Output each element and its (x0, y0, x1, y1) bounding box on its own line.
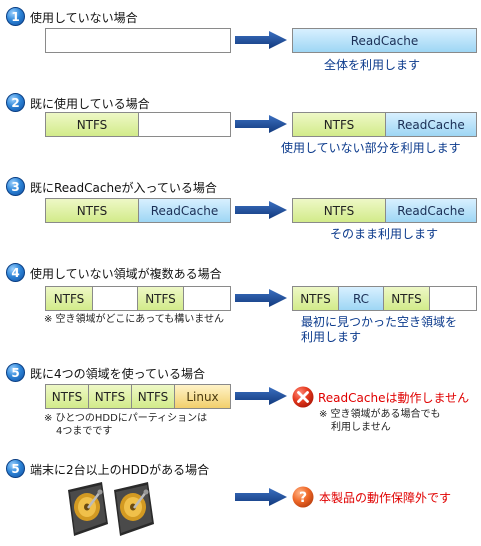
arrow-icon (235, 201, 287, 219)
result-text-4-line2: 利用します (301, 330, 362, 344)
note-text-4: ※ 空き領域がどこにあっても構いません (44, 314, 224, 325)
empty-cell (139, 113, 230, 136)
disk-bar-before-3: NTFS ReadCache (45, 198, 231, 223)
sub-note-5-line1: ※ 空き領域がある場合でも (319, 409, 441, 420)
note-text-5-line1: ※ ひとつのHDDにパーティションは (44, 413, 208, 424)
disk-bar-before-5: NTFS NTFS NTFS Linux (45, 384, 231, 409)
disk-bar-after-1: ReadCache (292, 28, 477, 53)
x-icon (292, 386, 314, 408)
step-2-badge: 2 (6, 93, 25, 112)
hdd-icon (68, 482, 108, 536)
step-5-title: 既に4つの領域を使っている場合 (30, 367, 206, 381)
ntfs-cell: NTFS (132, 385, 175, 408)
step-4-title: 使用していない領域が複数ある場合 (30, 267, 222, 281)
step-6-title: 端末に2台以上のHDDがある場合 (30, 463, 210, 477)
arrow-icon (235, 289, 287, 307)
ntfs-cell: NTFS (46, 385, 89, 408)
readcache-cell: ReadCache (386, 113, 476, 136)
empty-cell (184, 287, 230, 310)
arrow-icon (235, 31, 287, 49)
ntfs-cell: NTFS (293, 113, 386, 136)
step-3-badge: 3 (6, 177, 25, 196)
step-5-badge: 5 (6, 363, 25, 382)
step-2-title: 既に使用している場合 (30, 97, 150, 111)
readcache-cell: ReadCache (293, 29, 476, 52)
disk-bar-before-1 (45, 28, 231, 53)
sub-note-5-line2: 利用しません (331, 422, 391, 433)
disk-bar-after-2: NTFS ReadCache (292, 112, 477, 137)
result-text-1: 全体を利用します (324, 58, 421, 72)
readcache-cell: ReadCache (386, 199, 476, 222)
step-4-badge: 4 (6, 263, 25, 282)
step-1-badge: 1 (6, 7, 25, 26)
result-text-3: そのまま利用します (330, 227, 439, 241)
ntfs-cell: NTFS (46, 199, 139, 222)
ntfs-cell: NTFS (138, 287, 184, 310)
readcache-cell: RC (339, 287, 384, 310)
arrow-icon (235, 488, 287, 506)
readcache-cell: ReadCache (139, 199, 230, 222)
ntfs-cell: NTFS (46, 287, 93, 310)
result-text-2: 使用していない部分を利用します (281, 141, 461, 155)
disk-bar-after-3: NTFS ReadCache (292, 198, 477, 223)
empty-cell (93, 287, 138, 310)
linux-cell: Linux (175, 385, 230, 408)
empty-cell (430, 287, 476, 310)
question-icon: ? (292, 486, 314, 508)
disk-bar-before-2: NTFS (45, 112, 231, 137)
error-text-5: ReadCacheは動作しません (318, 391, 470, 405)
step-3-title: 既にReadCacheが入っている場合 (30, 181, 217, 195)
step-1-title: 使用していない場合 (30, 11, 138, 25)
step-6-badge: 5 (6, 459, 25, 478)
disk-bar-after-4: NTFS RC NTFS (292, 286, 477, 311)
note-text-5-line2: 4つまでです (56, 426, 113, 437)
hdd-icon (114, 482, 154, 536)
ntfs-cell: NTFS (89, 385, 132, 408)
ntfs-cell: NTFS (293, 199, 386, 222)
svg-text:?: ? (299, 490, 307, 506)
ntfs-cell: NTFS (384, 287, 430, 310)
ntfs-cell: NTFS (293, 287, 339, 310)
empty-cell (46, 29, 230, 52)
ntfs-cell: NTFS (46, 113, 139, 136)
result-text-4-line1: 最初に見つかった空き領域を (301, 315, 458, 329)
arrow-icon (235, 115, 287, 133)
disk-bar-before-4: NTFS NTFS (45, 286, 231, 311)
arrow-icon (235, 387, 287, 405)
error-text-6: 本製品の動作保障外です (319, 491, 452, 505)
